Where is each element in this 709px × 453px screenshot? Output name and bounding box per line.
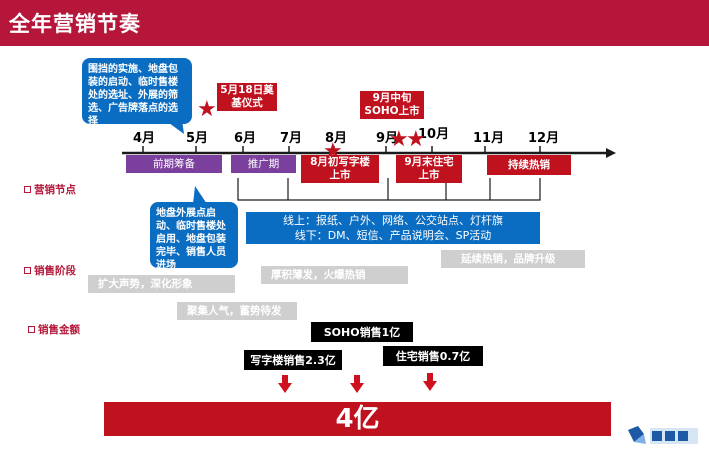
stage-bar-4: 延续热销，品牌升级 [441, 250, 585, 268]
side-label-stage: 销售阶段 [24, 263, 76, 278]
title-bar: 全年营销节奏 [0, 0, 709, 46]
stage-bar-1: 扩大声势，深化形象 [88, 275, 235, 293]
milestone-may18: 5月18日奠基仪式 [217, 83, 277, 111]
channels-box: 线上：报纸、户外、网络、公交站点、灯杆旗 线下：DM、短信、产品说明会、SP活动 [246, 212, 540, 244]
checkbox-icon [24, 267, 31, 274]
side-label-node-text: 营销节点 [34, 184, 76, 196]
phase-office-launch-text: 8月初写字楼上市 [310, 156, 370, 181]
phase-office-launch: 8月初写字楼上市 [301, 155, 379, 183]
star-icon: ★ [406, 127, 426, 152]
phase-early-prep-text: 前期筹备 [153, 157, 195, 170]
phase-promotion-text: 推广期 [247, 157, 280, 170]
month-label-oct: 10月 [418, 127, 450, 142]
phase-sustain-text: 持续热销 [508, 158, 550, 171]
phase-promotion: 推广期 [231, 155, 296, 173]
company-logo [628, 426, 698, 444]
channels-offline: 线下：DM、短信、产品说明会、SP活动 [294, 229, 492, 242]
side-label-amount-text: 销售金额 [38, 324, 80, 336]
total-sales-bar: 4亿 [104, 402, 611, 436]
milestone-soho: 9月中旬SOHO上市 [360, 91, 424, 119]
checkbox-icon [24, 186, 31, 193]
arrow-down-icon [278, 375, 292, 393]
side-label-amount: 销售金额 [28, 322, 80, 337]
stage-bar-3-text: 厚积薄发，火爆热销 [271, 268, 366, 281]
side-label-node: 营销节点 [24, 182, 76, 197]
phase-early-prep: 前期筹备 [126, 155, 222, 173]
month-label-dec: 12月 [528, 131, 560, 146]
callout-prep-text: 围挡的实施、地盘包装的启动、临时售楼处的选址、外展的筛选、广告牌落点的选择 [88, 64, 178, 127]
arrow-down-icon [350, 375, 364, 393]
side-label-stage-text: 销售阶段 [34, 265, 76, 277]
stage-bar-3: 厚积薄发，火爆热销 [261, 266, 408, 284]
callout-pointer [165, 120, 184, 134]
sales-office: 写字楼销售2.3亿 [244, 350, 342, 370]
stage-bar-2: 聚集人气，蓄势待发 [177, 302, 297, 320]
callout-site-ready: 地盘外展点启动、临时售楼处启用、地盘包装完毕、销售人员进场 [150, 202, 238, 271]
sales-office-text: 写字楼销售2.3亿 [250, 353, 336, 367]
phase-residential-launch: 9月末住宅上市 [396, 155, 462, 183]
star-icon: ★ [197, 97, 217, 122]
month-label-nov: 11月 [473, 131, 505, 146]
milestone-may18-text: 5月18日奠基仪式 [220, 84, 274, 109]
month-label-apr: 4月 [133, 131, 156, 146]
callout-prep-tasks: 围挡的实施、地盘包装的启动、临时售楼处的选址、外展的筛选、广告牌落点的选择 [82, 58, 192, 127]
month-label-sep: 9月 [376, 131, 399, 146]
star-icon: ★ [389, 127, 409, 152]
sales-residential-text: 住宅销售0.7亿 [395, 349, 471, 363]
phase-sustain: 持续热销 [487, 155, 571, 175]
channels-online: 线上：报纸、户外、网络、公交站点、灯杆旗 [283, 214, 503, 227]
callout-pointer [193, 186, 207, 204]
month-label-may: 5月 [186, 131, 209, 146]
stage-bar-1-text: 扩大声势，深化形象 [98, 277, 193, 290]
page-title: 全年营销节奏 [9, 12, 141, 36]
total-sales-text: 4亿 [335, 403, 380, 434]
milestone-soho-text: 9月中旬SOHO上市 [364, 92, 420, 117]
stage-bar-2-text: 聚集人气，蓄势待发 [187, 304, 282, 317]
callout-site-ready-text: 地盘外展点启动、临时售楼处启用、地盘包装完毕、销售人员进场 [156, 208, 226, 271]
phase-residential-launch-text: 9月末住宅上市 [404, 156, 454, 181]
checkbox-icon [28, 326, 35, 333]
month-label-jul: 7月 [280, 131, 303, 146]
stage-bar-4-text: 延续热销，品牌升级 [461, 252, 556, 265]
sales-soho-text: SOHO销售1亿 [323, 325, 401, 339]
month-label-jun: 6月 [234, 131, 257, 146]
arrow-down-icon [423, 373, 437, 391]
month-label-aug: 8月 [325, 131, 348, 146]
sales-soho: SOHO销售1亿 [311, 322, 413, 342]
sales-residential: 住宅销售0.7亿 [383, 346, 483, 366]
